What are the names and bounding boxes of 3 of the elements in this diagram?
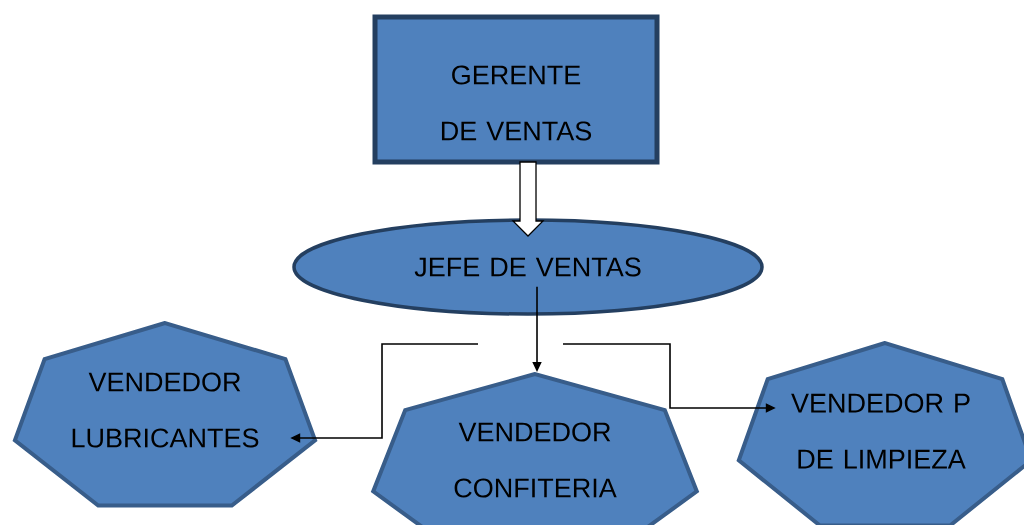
rectangle-box: GERENTE DE VENTAS	[372, 14, 660, 165]
ellipse-node: JEFE DE VENTAS	[292, 218, 764, 316]
block-arrow	[511, 161, 545, 237]
